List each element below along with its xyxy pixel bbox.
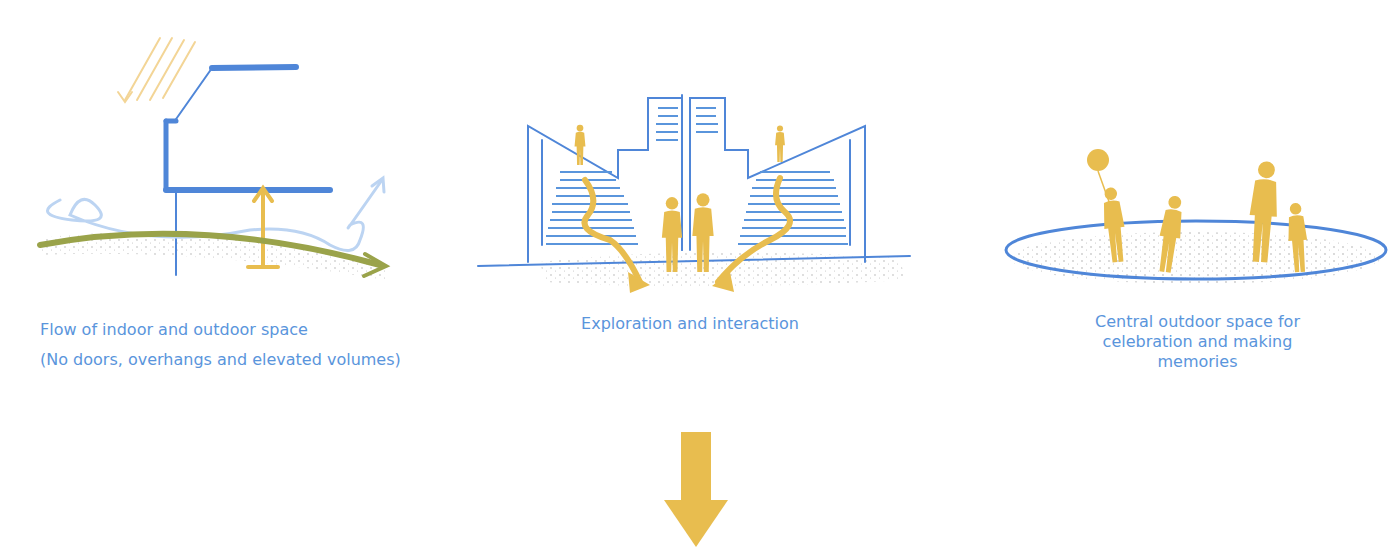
- flow-sketch: [40, 38, 386, 280]
- celebration-sketch: [1006, 149, 1386, 284]
- down-arrow: [664, 432, 728, 547]
- exploration-sketch: [478, 95, 910, 293]
- caption-label: Exploration and interaction: [540, 314, 840, 334]
- caption-label: (No doors, overhangs and elevated volume…: [40, 350, 460, 370]
- caption-label: Flow of indoor and outdoor space: [40, 320, 380, 340]
- caption-label: Central outdoor space for celebration an…: [1075, 312, 1320, 372]
